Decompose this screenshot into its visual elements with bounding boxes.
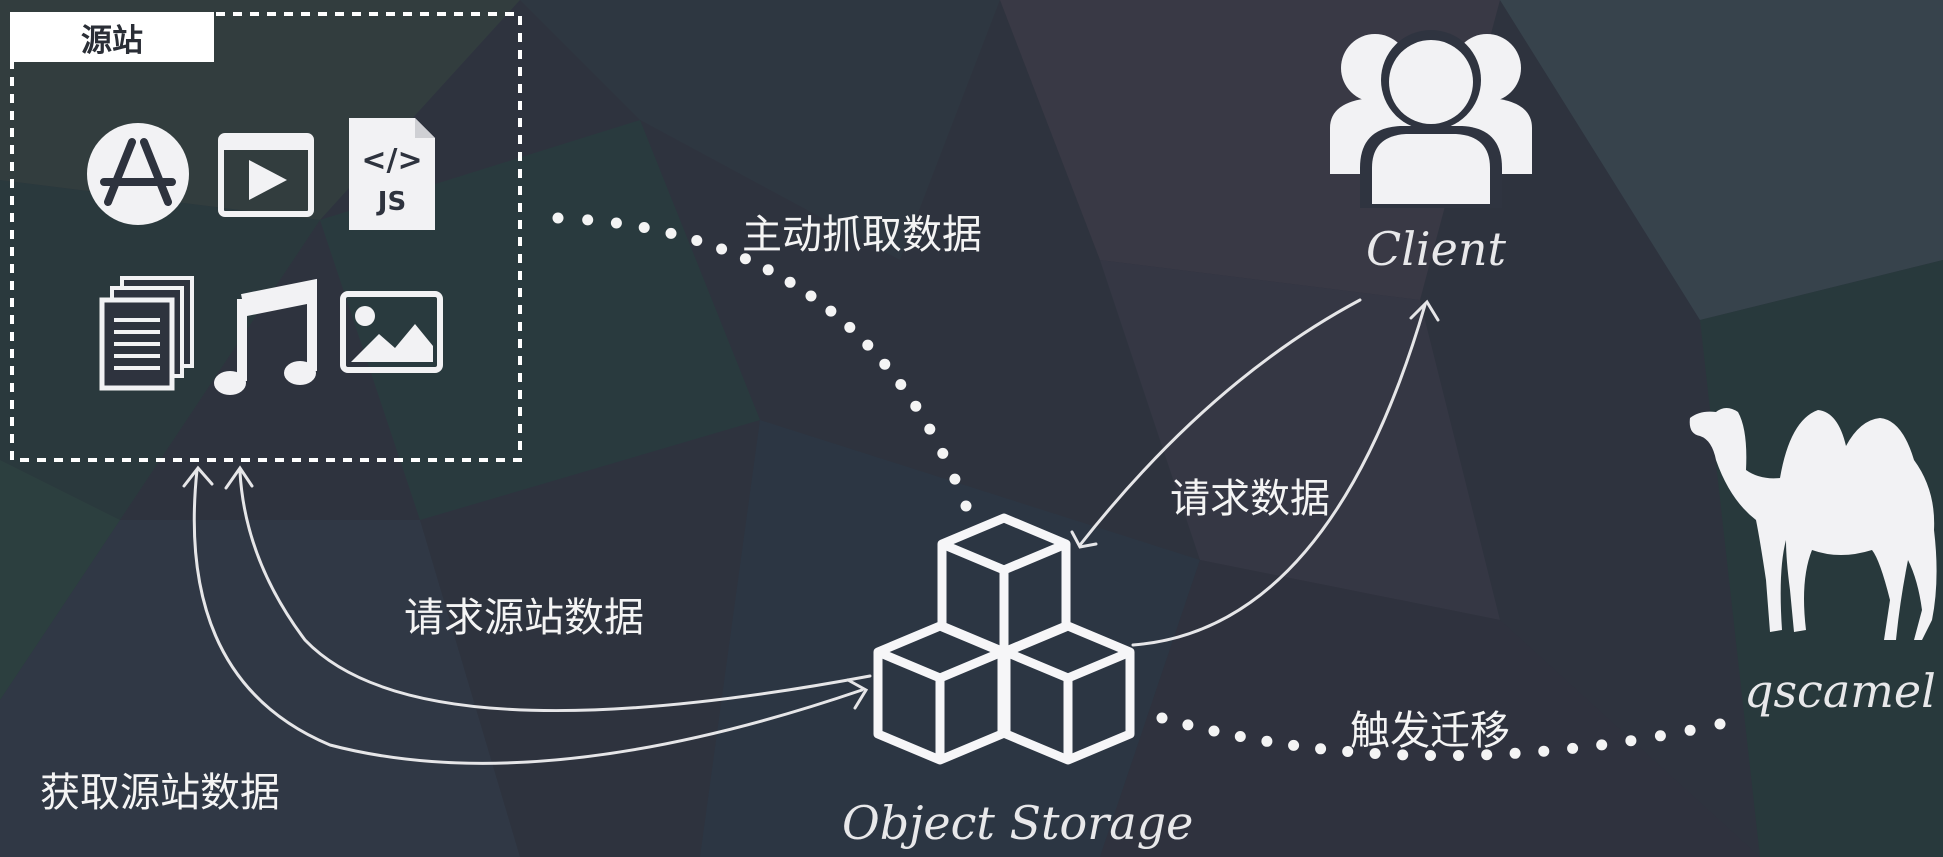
path-dot — [1208, 725, 1220, 737]
path-dot — [691, 235, 703, 246]
users-icon — [1330, 30, 1532, 208]
origin-box — [10, 12, 522, 462]
svg-text:JS: JS — [376, 187, 406, 217]
path-dot — [910, 400, 922, 412]
active-fetch-label: 主动抓取数据 — [742, 212, 982, 258]
request-origin-arrow — [238, 470, 872, 713]
client-response-arrowhead — [1409, 299, 1440, 322]
app-store-icon — [87, 123, 189, 225]
client-response-arrow — [1131, 303, 1427, 647]
fetch-origin-arrow — [192, 468, 864, 765]
path-dot — [784, 276, 796, 288]
music-note-icon — [214, 278, 317, 395]
origin-tag: 源站 — [10, 12, 214, 62]
path-dot — [1538, 745, 1550, 757]
path-dot — [1288, 739, 1300, 751]
js-file-icon: </> JS — [349, 118, 435, 230]
path-dot — [1369, 748, 1381, 759]
path-dot — [1596, 739, 1608, 751]
path-dot — [1182, 719, 1194, 731]
fetch-origin-arrowhead-end — [846, 678, 869, 710]
request-origin-arrowhead — [224, 465, 254, 490]
path-dot — [610, 217, 622, 229]
path-dot — [825, 305, 837, 317]
documents-icon — [99, 276, 194, 391]
path-dot — [1156, 712, 1168, 724]
path-dot — [1261, 735, 1273, 747]
path-dot — [862, 339, 874, 351]
path-dot — [844, 321, 856, 333]
request-data-label: 请求数据 — [1170, 476, 1330, 522]
path-dot — [1684, 724, 1696, 736]
path-dot — [1315, 743, 1327, 755]
path-dot — [1425, 750, 1436, 761]
trigger-migration-label: 触发迁移 — [1350, 708, 1510, 754]
request-data-arrowhead — [1070, 530, 1098, 549]
trigger-migration-dotted-path — [1156, 712, 1726, 761]
path-dot — [665, 227, 677, 239]
camel-icon — [1689, 408, 1937, 640]
path-dot — [895, 379, 907, 390]
path-dot — [879, 358, 891, 370]
path-dot — [716, 243, 728, 255]
request-data-arrow — [1078, 298, 1362, 547]
path-dot — [1481, 749, 1493, 761]
qscamel-label: qscamel — [1744, 664, 1936, 718]
path-dot — [1654, 730, 1666, 742]
path-dot — [937, 447, 949, 459]
path-dot — [1625, 735, 1637, 747]
fetch-origin-arrowhead-start — [182, 465, 214, 488]
path-dot — [960, 500, 972, 512]
path-dot — [805, 290, 817, 302]
object-storage-label: Object Storage — [842, 796, 1194, 850]
path-dot — [1567, 742, 1579, 754]
cubes-storage-icon — [873, 513, 1135, 765]
path-dot — [1509, 747, 1521, 759]
path-dot — [1342, 746, 1354, 757]
path-dot — [552, 212, 564, 224]
fetch-origin-label: 获取源站数据 — [40, 770, 280, 816]
path-dot — [1397, 749, 1409, 761]
video-player-icon — [218, 133, 314, 217]
path-dot — [638, 222, 650, 233]
request-origin-label: 请求源站数据 — [404, 595, 644, 641]
active-fetch-dotted-path — [552, 212, 972, 512]
image-icon — [340, 291, 443, 373]
client-label: Client — [1366, 222, 1506, 276]
path-dot — [739, 253, 751, 265]
path-dot — [949, 473, 961, 485]
path-dot — [762, 264, 774, 276]
path-dot — [924, 423, 936, 435]
path-dot — [582, 214, 594, 226]
svg-text:</>: </> — [361, 143, 422, 178]
path-dot — [1714, 718, 1726, 730]
path-dot — [1234, 731, 1246, 742]
path-dot — [1453, 750, 1464, 761]
